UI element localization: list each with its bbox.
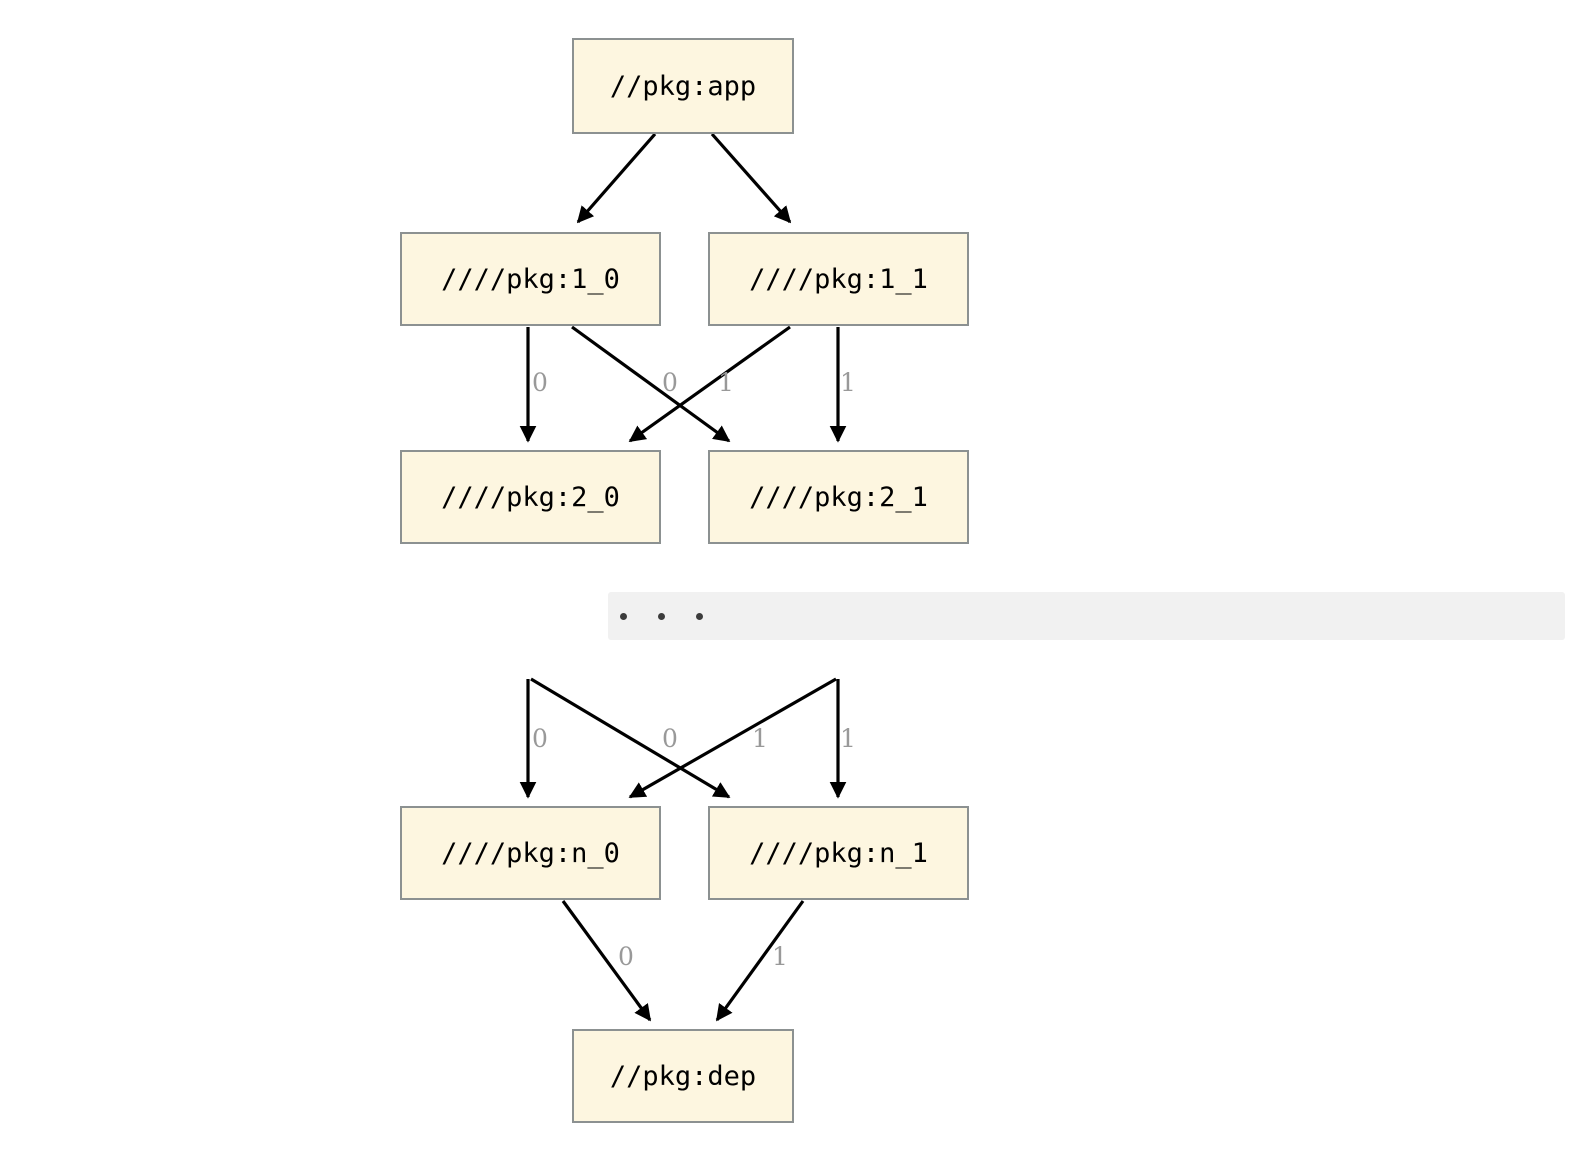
- node-pkg-2_1[interactable]: ////pkg:2_1: [708, 450, 969, 544]
- node-label: //pkg:app: [609, 70, 757, 102]
- node-label: ////pkg:1_1: [749, 263, 928, 295]
- edge-n_1-to-dep: [715, 900, 805, 1022]
- ellipsis-band: [608, 592, 1565, 640]
- node-pkg-app[interactable]: //pkg:app: [572, 38, 794, 134]
- edge-label: 1: [772, 942, 788, 971]
- ellipsis-dot-icon: [658, 613, 665, 620]
- node-pkg-n_1[interactable]: ////pkg:n_1: [708, 806, 969, 900]
- edge-1_0-to-2_1: [571, 325, 731, 443]
- edge-app-to-1_1: [710, 132, 792, 224]
- edge-label: 1: [840, 724, 856, 753]
- node-pkg-1_1[interactable]: ////pkg:1_1: [708, 232, 969, 326]
- edge-label: 1: [752, 724, 768, 753]
- node-label: //pkg:dep: [609, 1060, 757, 1092]
- edge-label: 0: [618, 942, 634, 971]
- ellipsis-dot-icon: [696, 613, 703, 620]
- edge-app-to-1_0: [576, 132, 657, 224]
- edge-ellipsis-to-n_1: [530, 677, 731, 799]
- edge-label: 0: [532, 368, 548, 397]
- edge-label: 1: [840, 368, 856, 397]
- edge-label: 1: [718, 368, 734, 397]
- node-pkg-n_0[interactable]: ////pkg:n_0: [400, 806, 661, 900]
- node-label: ////pkg:n_0: [441, 837, 620, 869]
- edge-label: 0: [662, 368, 678, 397]
- edge-label: 0: [662, 724, 678, 753]
- node-pkg-2_0[interactable]: ////pkg:2_0: [400, 450, 661, 544]
- node-label: ////pkg:n_1: [749, 837, 928, 869]
- ellipsis-dots: [620, 613, 734, 620]
- edge-1_1-to-2_0: [628, 325, 791, 443]
- edge-label: 0: [532, 724, 548, 753]
- node-label: ////pkg:2_0: [441, 481, 620, 513]
- edge-n_0-to-dep: [561, 900, 652, 1022]
- node-label: ////pkg:1_0: [441, 263, 620, 295]
- edge-ellipsis-to-n_0-cross: [628, 677, 837, 799]
- node-pkg-1_0[interactable]: ////pkg:1_0: [400, 232, 661, 326]
- ellipsis-dot-icon: [620, 613, 627, 620]
- node-label: ////pkg:2_1: [749, 481, 928, 513]
- node-pkg-dep[interactable]: //pkg:dep: [572, 1029, 794, 1123]
